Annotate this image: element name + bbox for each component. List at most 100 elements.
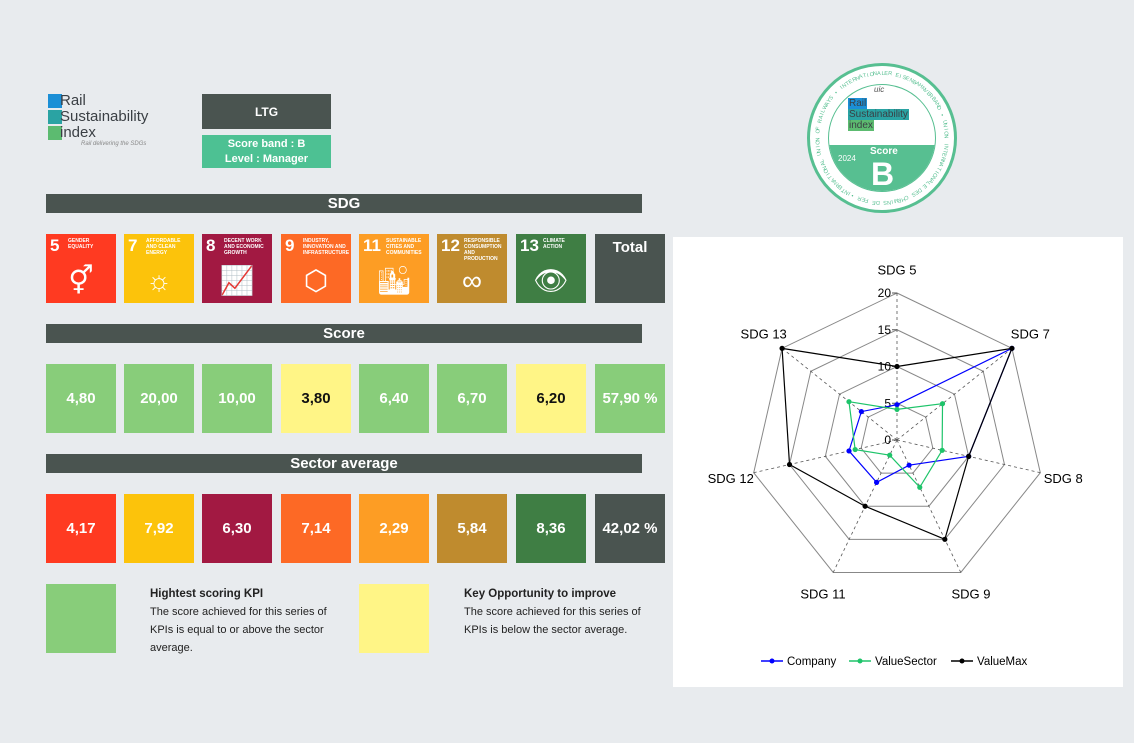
score-value: 4,80 <box>46 364 116 433</box>
score-value: 20,00 <box>124 364 194 433</box>
sector-average-value: 5,84 <box>437 494 507 563</box>
legend-marker <box>857 658 863 664</box>
sdg-label: Industry, innovation and infrastructure <box>303 238 350 256</box>
sdg-tile-13: 13 Climate action 👁 <box>516 234 586 303</box>
sdg-label: Responsible consumption and production <box>464 238 502 262</box>
grid-spoke <box>781 348 898 441</box>
sdg-tile-9: 9 Industry, innovation and infrastructure… <box>281 234 351 303</box>
logo-word: Sustainability <box>60 107 149 125</box>
tick-label: 10 <box>878 360 892 374</box>
logo-word: index <box>60 123 96 141</box>
series-line-Company <box>848 347 1014 484</box>
axis-label: SDG 7 <box>1011 327 1050 342</box>
sdg-label: Decent work and economic growth <box>224 238 264 256</box>
legend-label: Company <box>787 656 836 668</box>
legend-high-text: The score achieved for this series of KP… <box>150 606 327 654</box>
data-point-Company <box>858 408 864 415</box>
sdg-header: SDG <box>46 194 642 213</box>
score-header: Score <box>46 324 642 343</box>
badge-logo-word: Rail <box>848 98 868 109</box>
city-icon: 🏙 <box>376 265 412 296</box>
data-point-ValueMax <box>779 345 785 351</box>
axis-label: SDG 9 <box>951 587 990 602</box>
grid-spoke <box>896 348 1013 441</box>
data-point-ValueSector <box>917 484 923 490</box>
sdg-number: 11 <box>363 236 381 255</box>
legend-high-title: Hightest scoring KPI <box>150 588 264 600</box>
legend-low-title: Key Opportunity to improve <box>464 588 617 600</box>
tick-label: 20 <box>878 286 892 300</box>
logo-tagline: Rail delivering the SDGs <box>81 141 147 147</box>
data-point-ValueMax <box>942 536 948 542</box>
data-point-ValueSector <box>846 399 852 405</box>
sector-average-value: 6,30 <box>202 494 272 563</box>
eye-earth-icon: 👁 <box>533 265 569 296</box>
sdg-number: 8 <box>206 236 216 255</box>
axis-label: SDG 11 <box>800 587 845 602</box>
sector-average-total: 42,02 % <box>595 494 665 563</box>
legend-label: ValueMax <box>977 656 1028 668</box>
total-tile: Total <box>595 234 665 303</box>
badge-inner <box>828 84 936 192</box>
score-value: 6,20 <box>516 364 586 433</box>
sector-average-header: Sector average <box>46 454 642 473</box>
data-point-ValueSector <box>939 447 945 453</box>
data-point-ValueMax <box>894 363 900 370</box>
axis-label: SDG 13 <box>741 327 787 342</box>
data-point-Company <box>873 479 880 485</box>
badge-logo-word: Sustainability <box>848 109 909 120</box>
badge-logo-word: index <box>848 120 874 131</box>
data-point-ValueSector <box>887 452 893 458</box>
legend-high: Hightest scoring KPI The score achieved … <box>150 585 335 657</box>
data-point-ValueMax <box>1009 345 1015 351</box>
sdg-label: Gender equality <box>68 238 94 250</box>
data-point-ValueMax <box>966 453 972 459</box>
data-point-Company <box>846 448 852 454</box>
cubes-icon: ⬡ <box>303 265 329 296</box>
sdg-number: 9 <box>285 236 295 255</box>
data-point-ValueSector <box>939 401 946 407</box>
tick-label: 15 <box>878 323 892 337</box>
sdg-number: 12 <box>441 236 460 255</box>
axis-label: SDG 12 <box>708 471 754 486</box>
sdg-number: 13 <box>520 236 539 255</box>
legend-low: Key Opportunity to improve The score ach… <box>464 585 649 639</box>
legend-low-swatch <box>359 584 429 653</box>
data-point-ValueMax <box>786 461 793 468</box>
legend-marker <box>769 658 775 664</box>
infinity-icon: ∞ <box>462 265 482 296</box>
tick-label: 5 <box>884 396 891 410</box>
uic-logo: uic <box>874 85 885 94</box>
logo-word: Rail <box>60 91 86 109</box>
sdg-label: Climate action <box>543 238 565 250</box>
axis-label: SDG 5 <box>877 262 916 277</box>
grid-ring <box>753 292 1041 573</box>
sdg-tile-11: 11 Sustainable cities and communities 🏙 <box>359 234 429 303</box>
sdg-tile-5: 5Gender equality⚥ <box>46 234 116 303</box>
score-value: 6,70 <box>437 364 507 433</box>
score-value: 10,00 <box>202 364 272 433</box>
sdg-label: Sustainable cities and communities <box>386 238 422 256</box>
sdg-number: 7 <box>128 236 138 255</box>
badge-year: 2024 <box>838 154 856 163</box>
sdg-tile-7: 7Affordable and clean energy☼ <box>124 234 194 303</box>
rail-sustainability-index-logo: Rail Sustainability index Rail deliverin… <box>48 93 173 153</box>
data-point-ValueMax <box>862 503 868 509</box>
grid-ring <box>824 365 970 507</box>
gender-icon: ⚥ <box>68 265 94 296</box>
sector-average-value: 7,92 <box>124 494 194 563</box>
sun-power-icon: ☼ <box>146 265 172 296</box>
growth-chart-icon: 📈 <box>219 265 255 296</box>
grid-ring <box>788 329 1006 540</box>
sdg-tile-12: 12Responsible consumption and production… <box>437 234 507 303</box>
data-point-Company <box>906 462 912 468</box>
data-point-Company <box>894 402 900 408</box>
axis-label: SDG 8 <box>1044 471 1083 486</box>
legend-low-text: The score achieved for this series of KP… <box>464 606 641 636</box>
data-point-ValueSector <box>852 446 858 453</box>
score-value: 3,80 <box>281 364 351 433</box>
series-line-ValueMax <box>781 347 1013 541</box>
badge-score-label: Score <box>870 146 898 157</box>
